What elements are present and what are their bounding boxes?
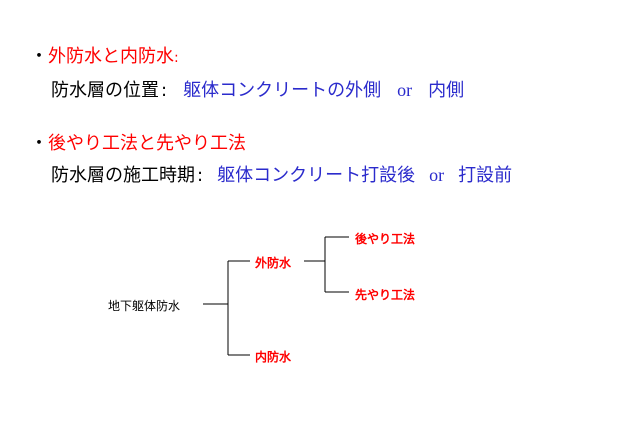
- section1-title-colon: :: [174, 50, 179, 66]
- section1-title: 外防水と内防水: [48, 46, 174, 67]
- section2-title: 後やり工法と先やり工法: [48, 133, 246, 154]
- section2-heading: ・後やり工法と先やり工法: [30, 129, 246, 155]
- tree-inner-node: 内防水: [255, 350, 292, 364]
- section2-or: or: [429, 165, 445, 185]
- tree-outer-node: 外防水: [255, 256, 292, 270]
- section1-label-colon: :: [161, 80, 168, 101]
- section1-heading: ・外防水と内防水:: [30, 42, 179, 68]
- section1-label: 防水層の位置: [51, 80, 159, 101]
- section2-label: 防水層の施工時期: [51, 165, 195, 186]
- section2-value2: 打設前: [458, 165, 513, 186]
- bullet: ・: [30, 133, 48, 154]
- section1-value2: 内側: [428, 80, 465, 101]
- section1-detail: 防水層の位置: 躯体コンクリートの外側 or 内側: [51, 76, 464, 102]
- bullet: ・: [30, 46, 48, 67]
- section2-detail: 防水層の施工時期: 躯体コンクリート打設後 or 打設前: [51, 161, 512, 187]
- tree-before-node: 先やり工法: [355, 288, 416, 302]
- tree-after-node: 後やり工法: [355, 232, 416, 246]
- section1-value1: 躯体コンクリートの外側: [183, 80, 382, 101]
- section2-value1: 躯体コンクリート打設後: [217, 165, 416, 186]
- tree-root-node: 地下躯体防水: [108, 299, 181, 313]
- section2-label-colon: :: [197, 165, 204, 186]
- section1-or: or: [397, 80, 413, 100]
